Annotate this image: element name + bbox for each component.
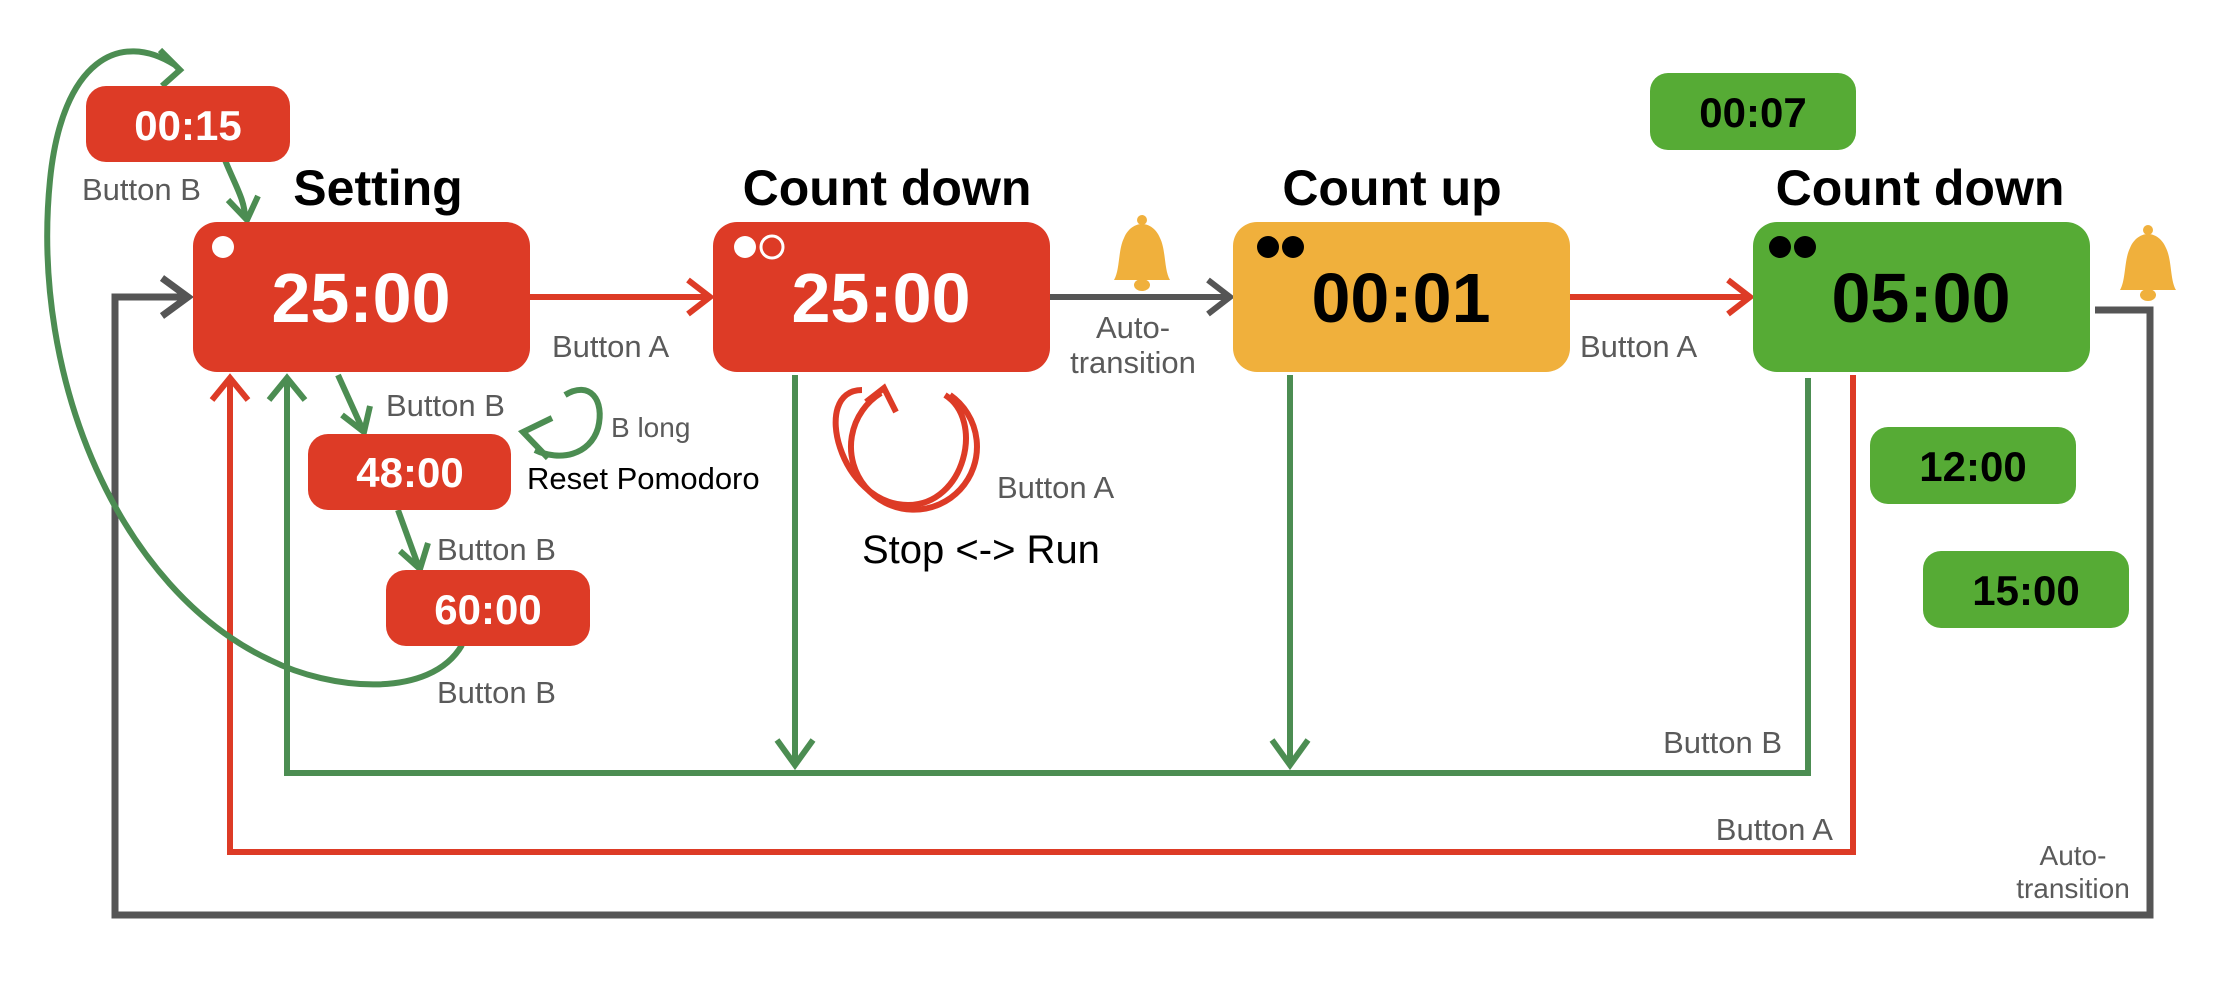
state-time-setting: 25:00 [271, 259, 450, 337]
state-countdown-work-box [713, 222, 1050, 372]
setting-option-chip [386, 570, 590, 646]
label-button-a-return: Button A [1716, 812, 1834, 847]
arrowhead [157, 47, 185, 89]
indicator-dot-icon [1794, 236, 1816, 258]
label-auto-transition: Auto- [1096, 310, 1170, 345]
label-b-long: B long [611, 412, 690, 443]
setting-option-chip [86, 86, 290, 162]
48-to-60-line [395, 508, 421, 567]
arrowhead [686, 277, 715, 317]
label-button-b: Button B [386, 388, 505, 423]
arrowhead [159, 275, 194, 319]
break-option-chip [1650, 73, 1856, 150]
break-option-bottom: 15:00 [1972, 567, 2079, 614]
setting-option-third: 60:00 [434, 586, 541, 633]
setting-to-48-line [335, 373, 365, 430]
state-countup-box [1233, 222, 1570, 372]
break-option-chip [1870, 427, 2076, 504]
label-button-b-return: Button B [1663, 725, 1782, 760]
label-button-a: Button A [1580, 329, 1698, 364]
label-auto-transition: transition [1070, 345, 1196, 380]
arrowhead [517, 415, 554, 461]
arrowhead [225, 194, 261, 226]
indicator-dot-icon [212, 236, 234, 258]
arrowhead [864, 383, 899, 414]
bell-icon [2120, 225, 2176, 301]
label-button-b: Button B [82, 172, 201, 207]
button-b-return-line [284, 378, 1811, 776]
label-button-a: Button A [997, 470, 1115, 505]
indicator-dot-icon [1769, 236, 1791, 258]
setting-option-chip [308, 434, 511, 510]
arrowhead [340, 405, 373, 438]
setting-option-second: 48:00 [356, 449, 463, 496]
setting-option-first: 00:15 [134, 102, 241, 149]
arrowhead [397, 542, 431, 575]
state-time-countdown-break: 05:00 [1831, 259, 2010, 337]
stop-run-loop-line [832, 387, 969, 509]
indicator-dot-icon [1257, 236, 1279, 258]
label-reset-pomodoro: Reset Pomodoro [527, 461, 760, 496]
state-time-countup: 00:01 [1311, 259, 1490, 337]
indicator-dot-icon [734, 236, 756, 258]
state-setting-box [193, 222, 530, 372]
state-countdown-break-box [1753, 222, 2090, 372]
state-heading-countdown-break: Count down [1776, 160, 2065, 216]
label-stop-run: Stop <-> Run [862, 528, 1100, 572]
stop-run-loop-circle [847, 390, 980, 513]
indicator-dot-icon [1282, 236, 1304, 258]
break-option-top: 00:07 [1699, 89, 1806, 136]
arrowhead [1206, 277, 1235, 317]
label-auto-transition: Auto- [2040, 840, 2107, 871]
b-long-loop-line [533, 386, 603, 459]
break-option-chip [1923, 551, 2129, 628]
state-heading-setting: Setting [293, 160, 462, 216]
state-heading-countup: Count up [1282, 160, 1501, 216]
state-heading-countdown-work: Count down [743, 160, 1032, 216]
label-button-b: Button B [437, 532, 556, 567]
auto-transition-return-line [111, 293, 2154, 919]
state-time-countdown-work: 25:00 [791, 259, 970, 337]
arrowhead [1726, 277, 1755, 317]
indicator-hollow-dot-icon [759, 234, 785, 260]
label-auto-transition: transition [2016, 873, 2130, 904]
break-option-middle: 12:00 [1919, 443, 2026, 490]
arrowhead [774, 738, 816, 771]
label-button-b: Button B [437, 675, 556, 710]
bell-icon [1114, 215, 1170, 291]
label-button-a: Button A [552, 329, 670, 364]
arrowhead [1269, 738, 1311, 771]
60-to-15-loop-line [44, 48, 465, 688]
arrowhead [209, 373, 251, 402]
arrowhead [266, 373, 308, 402]
button-a-return-line [227, 375, 1856, 855]
